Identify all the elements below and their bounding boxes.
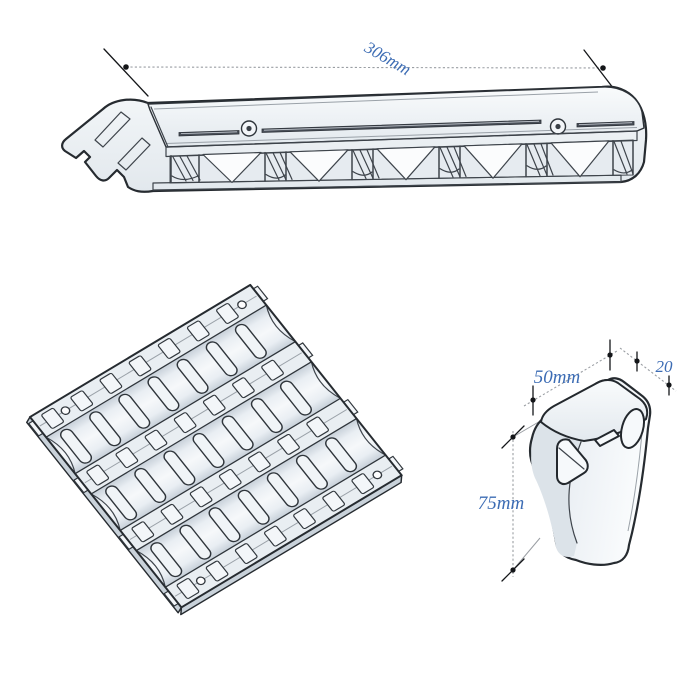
dimension-306-tick-left [103,48,149,97]
panel-outline [28,283,403,609]
dimension-20-line [619,347,677,392]
clip-triangle-cutout [556,438,589,486]
truss-struts [170,139,634,184]
truss-bottom-rail [152,174,622,191]
dimension-50-dot-left [530,397,536,403]
dimension-75-label: 75mm [478,493,524,514]
dimension-306-dot-right [600,65,606,71]
rail-tabs [73,342,314,494]
dimension-306-line [125,66,604,69]
truss-top-rail [165,130,638,158]
rail-hole [195,576,206,586]
panel-rail [73,340,314,495]
panel-channel [135,417,387,588]
bar-left-hook-facets [94,106,169,171]
panel-rail [163,454,404,609]
corrugated-panel-figure [25,283,404,616]
panel-channel [90,361,342,532]
bar-screw-holes [240,118,567,137]
dimension-20-dot-right [666,382,672,388]
dimension-20-label: 20 [656,357,674,376]
channel-ribs [105,380,312,521]
dimension-75-ext-top [512,419,543,438]
clip-triangle-cutout-fold [558,447,585,470]
dimension-50: 50mm [523,339,618,416]
bar-truss-face [152,130,638,191]
clip-oval-cutout [619,408,646,449]
rail-hole [237,300,247,310]
dimension-20-dot-left [634,358,640,364]
dimension-75: 75mm [478,419,543,582]
clip-slot-cutout [594,429,620,447]
rail-hole [372,470,383,480]
dimension-75-dot-top [510,434,516,440]
bar-top-roll-line [153,91,599,110]
truss-openings [202,140,610,184]
profile-bar-figure: 306mm [61,37,648,193]
dimension-50-label: 50mm [534,367,580,388]
rail-tabs [163,455,404,607]
dimension-306-dot-left [123,64,129,70]
clip-figure: 50mm 20 75mm [478,339,677,582]
panel-channel [45,304,296,475]
clip-top-face [540,379,649,442]
channel-ribs [59,323,267,464]
panel-rail [27,284,269,439]
channel-ribs [150,437,358,578]
dimension-306-label: 306mm [360,37,414,79]
rail-hole [60,406,71,415]
dimension-50-line [523,350,618,407]
dimension-75-dot-bottom [510,567,516,573]
bar-top-slots [178,119,635,137]
dimension-20: 20 [619,347,677,396]
rail-tabs [27,285,269,437]
rail-tabs [118,398,359,551]
dimension-50-dot-right [607,352,613,358]
